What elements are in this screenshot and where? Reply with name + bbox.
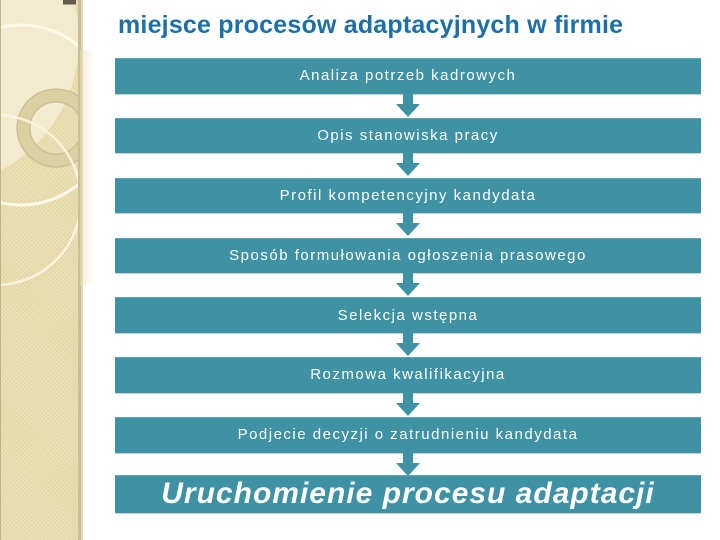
process-step: Profil kompetencyjny kandydata (115, 177, 701, 238)
down-arrow-icon (115, 153, 701, 177)
process-step: Rozmowa kwalifikacyjna (115, 357, 701, 417)
down-arrow-icon (115, 332, 701, 357)
circle-ornaments-icon (1, 0, 81, 540)
process-step-box: Selekcja wstępna (115, 297, 701, 333)
down-arrow-icon (115, 452, 701, 477)
down-arrow-head (396, 103, 420, 117)
final-step-label: Uruchomienie procesu adaptacji (161, 477, 655, 510)
process-step: Analiza potrzeb kadrowych (115, 58, 701, 118)
process-step-box: Profil kompetencyjny kandydata (115, 177, 701, 214)
down-arrow-stem (403, 332, 413, 343)
down-arrow-icon (115, 392, 701, 417)
down-arrow-stem (403, 153, 413, 164)
process-step-label: Opis stanowiska pracy (317, 127, 499, 145)
process-step: Sposób formułowania ogłoszenia prasowego (115, 237, 701, 298)
down-arrow-icon (115, 273, 701, 297)
slide-title: miejsce procesów adaptacyjnych w firmie (118, 11, 624, 39)
process-step-label: Selekcja wstępna (337, 306, 479, 324)
down-arrow-stem (403, 392, 413, 403)
down-arrow-icon (115, 93, 701, 118)
final-step-box: Uruchomienie procesu adaptacji (115, 475, 701, 513)
sidebar-fade-shadow (80, 50, 94, 285)
process-flow: Analiza potrzeb kadrowych Opis stanowisk… (115, 58, 701, 477)
down-arrow-stem (403, 213, 413, 224)
down-arrow-head (396, 402, 420, 416)
process-step: Opis stanowiska pracy (115, 117, 701, 178)
down-arrow-stem (403, 452, 413, 463)
sidebar-edge-line (81, 0, 83, 540)
process-step: Podjecie decyzji o zatrudnieniu kandydat… (115, 417, 701, 477)
process-step-label: Profil kompetencyjny kandydata (279, 186, 537, 204)
process-step-label: Podjecie decyzji o zatrudnieniu kandydat… (237, 426, 579, 444)
process-step-box: Podjecie decyzji o zatrudnieniu kandydat… (115, 417, 701, 453)
down-arrow-stem (403, 273, 413, 284)
process-step-label: Rozmowa kwalifikacyjna (310, 366, 506, 384)
process-step-box: Rozmowa kwalifikacyjna (115, 357, 701, 393)
process-step-box: Sposób formułowania ogłoszenia prasowego (115, 237, 701, 274)
down-arrow-head (396, 223, 420, 237)
process-step-label: Analiza potrzeb kadrowych (299, 67, 517, 85)
down-arrow-stem (403, 93, 413, 104)
process-step-label: Sposób formułowania ogłoszenia prasowego (229, 246, 587, 264)
down-arrow-head (396, 163, 420, 177)
down-arrow-head (396, 283, 420, 297)
process-step-box: Opis stanowiska pracy (115, 117, 701, 154)
down-arrow-head (396, 462, 420, 476)
sidebar-decoration (0, 0, 81, 540)
down-arrow-head (396, 342, 420, 356)
process-step: Selekcja wstępna (115, 297, 701, 357)
process-step-box: Analiza potrzeb kadrowych (115, 58, 701, 94)
down-arrow-icon (115, 213, 701, 237)
